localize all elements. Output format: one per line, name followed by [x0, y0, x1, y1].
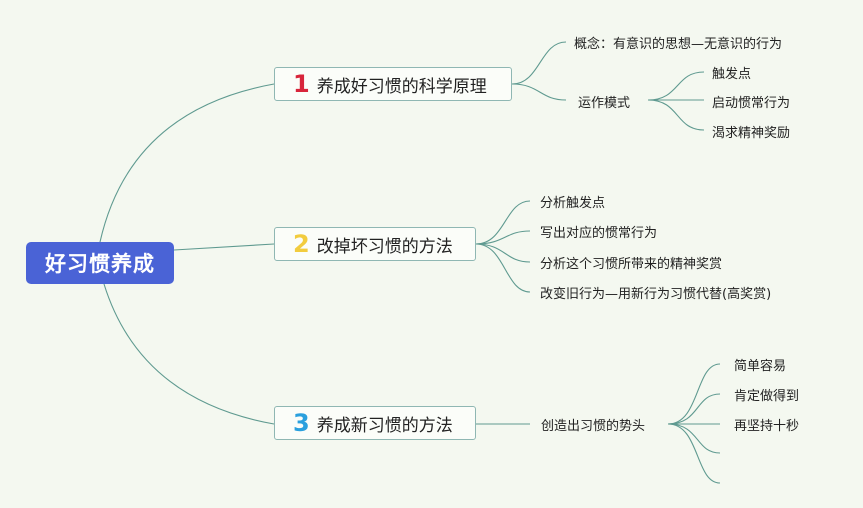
connector-momentum-4 [667, 423, 721, 454]
connector-mode-3 [647, 99, 705, 131]
momentum-item-2[interactable]: 肯定做得到 [734, 389, 800, 404]
branch-2-item-4[interactable]: 改变旧行为—用新行为习惯代替(高奖赏) [540, 287, 772, 302]
branch-3-momentum[interactable]: 创造出习惯的势头 [541, 419, 646, 434]
mode-reward[interactable]: 渴求精神奖励 [712, 126, 791, 141]
connector-b2-4 [475, 243, 531, 293]
branch-number-3: 3 [293, 409, 310, 437]
connector-root-branch-1 [99, 83, 275, 243]
mode-trigger[interactable]: 触发点 [712, 67, 752, 82]
branch-node-1[interactable]: 1 养成好习惯的科学原理 [274, 67, 512, 101]
branch-number-1: 1 [293, 70, 310, 98]
branch-1-concept[interactable]: 概念：有意识的思想—无意识的行为 [574, 37, 783, 52]
connector-root-branch-2 [173, 243, 275, 251]
branch-2-item-2[interactable]: 写出对应的惯常行为 [540, 226, 658, 241]
branch-2-item-3[interactable]: 分析这个习惯所带来的精神奖赏 [540, 257, 723, 272]
branch-label-3: 养成新习惯的方法 [316, 415, 453, 436]
connector-b2-1 [475, 200, 531, 245]
connector-momentum-2 [667, 393, 721, 425]
branch-node-3[interactable]: 3 养成新习惯的方法 [274, 406, 476, 440]
momentum-item-1[interactable]: 简单容易 [734, 359, 787, 374]
connector-b1-mode [511, 83, 567, 101]
branch-number-2: 2 [293, 230, 310, 258]
connector-root-branch-3 [103, 283, 275, 425]
root-node-label: 好习惯养成 [45, 252, 155, 276]
connector-momentum-5 [667, 423, 721, 484]
mode-routine[interactable]: 启动惯常行为 [712, 96, 791, 111]
connector-momentum-1 [667, 363, 721, 425]
branch-2-item-1[interactable]: 分析触发点 [540, 196, 606, 211]
connector-b2-2 [475, 230, 531, 245]
root-node[interactable]: 好习惯养成 [26, 242, 174, 284]
connector-mode-1 [647, 71, 705, 101]
branch-node-2[interactable]: 2 改掉坏习惯的方法 [274, 227, 476, 261]
connector-b2-3 [475, 243, 531, 263]
connector-b1-concept [511, 41, 567, 85]
branch-label-1: 养成好习惯的科学原理 [316, 76, 487, 97]
momentum-item-3[interactable]: 再坚持十秒 [734, 419, 800, 434]
branch-1-mode[interactable]: 运作模式 [578, 96, 631, 111]
branch-label-2: 改掉坏习惯的方法 [316, 236, 453, 257]
